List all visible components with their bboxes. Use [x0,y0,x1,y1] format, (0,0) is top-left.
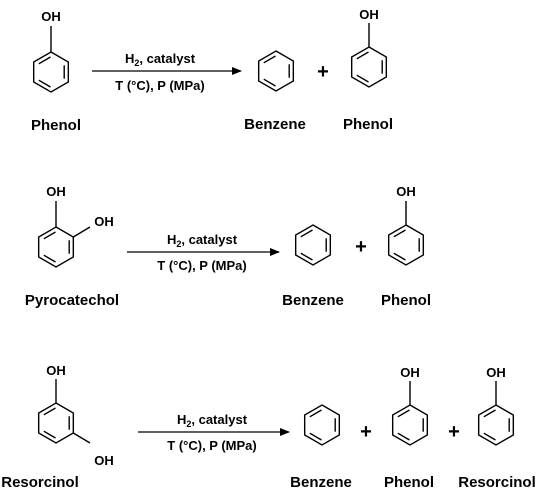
oh-label: OH [46,363,66,378]
product-3-1-structure [303,404,341,446]
condition-h2-sub: 2 [186,419,191,429]
product-2-1-name: Benzene [282,292,344,309]
product-3-2-name: Phenol [384,474,434,491]
condition-h2-sub: 2 [176,239,181,249]
plus-sign: + [360,421,372,443]
oh-label: OH [46,184,66,199]
product-2-2-name: Phenol [381,292,431,309]
product-3-1-name: Benzene [290,474,352,491]
product-1-1-structure [257,50,295,92]
product-2-1-structure [294,224,332,266]
product-2-2-structure: OH [387,184,425,266]
condition-h2: H [167,232,176,247]
reaction-2-conditions: H2, catalyst T (°C), P (MPa) [127,232,280,273]
product-3-3-name: Resorcinol [458,474,536,491]
oh-label: OH [41,9,61,24]
condition-catalyst: , catalyst [181,232,237,247]
condition-temperature-pressure: T (°C), P (MPa) [167,438,256,453]
reaction-1: OH Phenol H2, catalyst T (°C), P (MPa) B… [31,7,393,134]
reaction-3: OH OH Resorcinol H2, catalyst T (°C), P … [1,363,536,491]
svg-text:H2, catalyst: H2, catalyst [167,232,238,249]
product-3-3-structure: OH [477,365,515,446]
condition-temperature-pressure: T (°C), P (MPa) [157,258,246,273]
oh-label: OH [486,365,506,380]
reactant-1-name: Phenol [31,117,81,134]
reaction-3-conditions: H2, catalyst T (°C), P (MPa) [138,412,290,453]
plus-sign: + [355,236,367,258]
reactant-3-name: Resorcinol [1,474,79,491]
plus-sign: + [448,421,460,443]
reactant-2-name: Pyrocatechol [25,292,119,309]
plus-sign: + [317,61,329,83]
svg-text:H2, catalyst: H2, catalyst [177,412,248,429]
svg-text:H2, catalyst: H2, catalyst [125,51,196,68]
oh-label: OH [396,184,416,199]
reactant-3-structure: OH OH [37,363,114,468]
reaction-1-conditions: H2, catalyst T (°C), P (MPa) [92,51,242,93]
condition-catalyst: , catalyst [191,412,247,427]
product-1-2-name: Phenol [343,116,393,133]
condition-h2: H [125,51,134,66]
oh-label: OH [94,214,114,229]
reaction-2: OH OH Pyrocatechol H2, catalyst T (°C), … [25,184,431,309]
condition-h2-sub: 2 [134,58,139,68]
product-3-2-structure: OH [391,365,429,446]
condition-catalyst: , catalyst [139,51,195,66]
product-1-1-name: Benzene [244,116,306,133]
oh-label: OH [400,365,420,380]
reactant-2-structure: OH OH [37,184,114,268]
product-1-2-structure: OH [350,7,388,88]
reactant-1-structure: OH [32,9,70,93]
oh-label: OH [94,453,114,468]
oh-label: OH [359,7,379,22]
condition-h2: H [177,412,186,427]
condition-temperature-pressure: T (°C), P (MPa) [115,78,204,93]
